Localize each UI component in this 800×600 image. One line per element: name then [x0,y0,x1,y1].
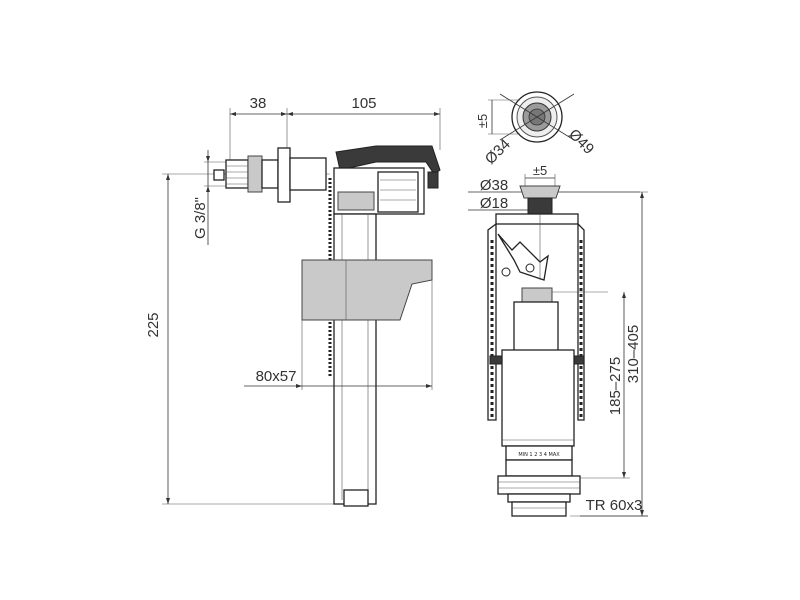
dia49-label: Ø49 [565,126,597,158]
dia34-label: Ø34 [482,136,514,168]
pm5-top-label: ±5 [475,114,490,128]
lever [497,233,549,281]
dim-105-label: 105 [351,95,376,112]
flush-valve: ±5 Ø34 Ø49 ±5 Ø38 Ø18 [468,91,648,517]
dim-38-label: 38 [250,95,267,112]
thread-tr-label: TR 60x3 [586,497,643,514]
thread-label: G 3/8" [192,197,209,239]
fill-valve: 38 105 G 3/8" 225 [145,95,441,507]
float [301,259,433,321]
dia38-label: Ø38 [480,177,508,194]
overflow-tube [501,349,575,447]
float-cup [521,287,553,303]
threaded-base [497,475,581,495]
height-225-label: 225 [145,312,162,337]
float-dim-label: 80x57 [256,368,297,385]
height-310-405-label: 310–405 [625,325,642,383]
dia18-label: Ø18 [480,195,508,212]
push-button [519,185,561,199]
pm5-mid-label: ±5 [533,163,547,178]
scale-text: MIN 1 2 3 4 MAX [518,452,560,458]
height-185-275-label: 185–275 [607,357,624,415]
